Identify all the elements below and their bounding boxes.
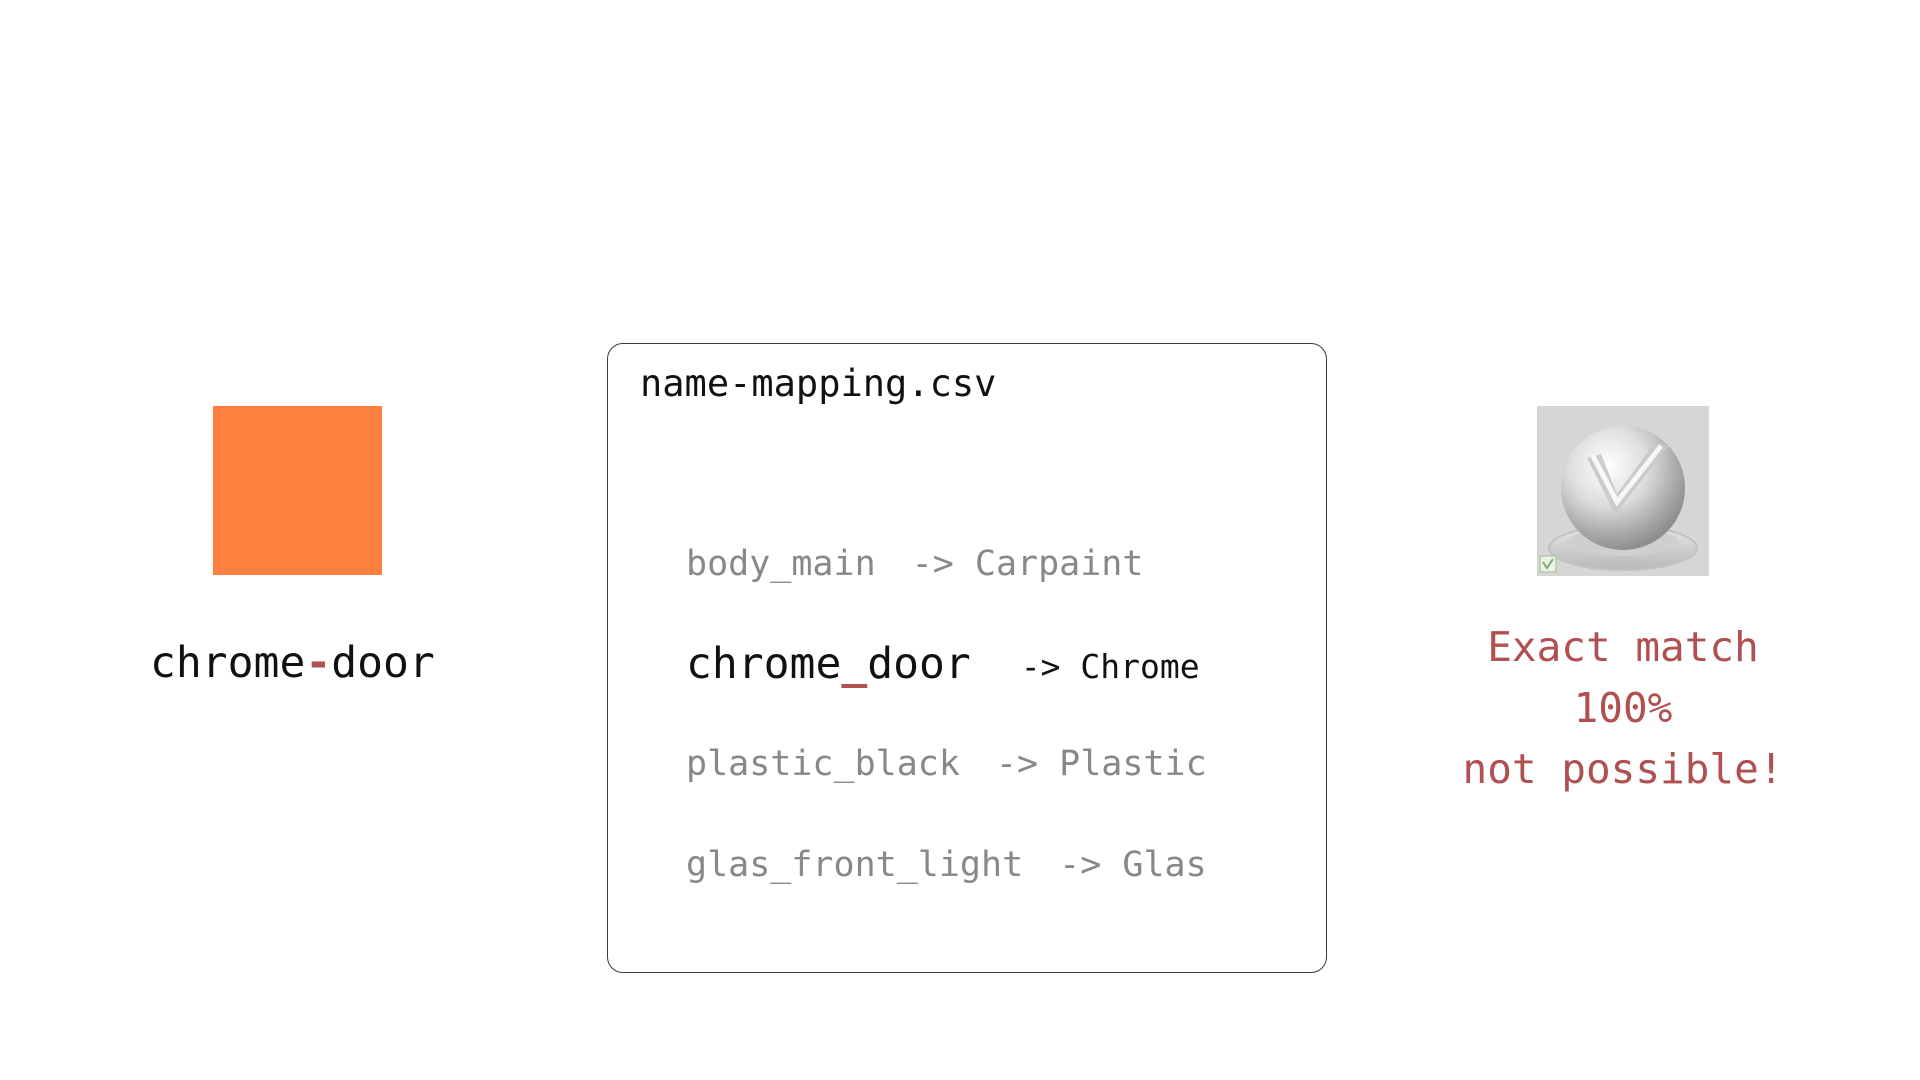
object-name-separator: -	[305, 638, 332, 688]
mapping-source: body_main	[686, 544, 876, 584]
orange-material-swatch	[213, 406, 382, 575]
mapping-row-body-main: body_main -> Carpaint	[686, 542, 1143, 586]
source-underscore-highlight: _	[841, 639, 868, 689]
mapping-target: -> Chrome	[1020, 647, 1200, 686]
chrome-sphere-preview-icon	[1537, 406, 1709, 576]
csv-mapping-card: name-mapping.csv body_main -> Carpaint ch…	[607, 343, 1327, 973]
object-name: chrome-door	[150, 638, 470, 688]
warning-line-3: not possible!	[1462, 745, 1784, 793]
mapping-source: glas_front_light	[686, 845, 1024, 885]
mapping-row-glas-front-light: glas_front_light -> Glas	[686, 843, 1207, 887]
mapping-source-highlighted: chrome_door	[686, 639, 971, 689]
warning-line-2: 100%	[1573, 684, 1673, 732]
card-title: name-mapping.csv	[640, 362, 997, 405]
source-part-1: chrome	[686, 639, 842, 689]
mapping-target: -> Glas	[1059, 845, 1207, 885]
mapping-target: -> Plastic	[995, 744, 1207, 784]
mapping-source: plastic_black	[686, 744, 960, 784]
source-part-2: door	[867, 639, 971, 689]
mapping-row-plastic-black: plastic_black -> Plastic	[686, 742, 1207, 786]
mapping-row-chrome-door: chrome_door -> Chrome	[686, 639, 1200, 689]
mapping-target: -> Carpaint	[911, 544, 1144, 584]
warning-message: Exact match 100% not possible!	[1420, 617, 1826, 800]
object-name-part-1: chrome	[150, 638, 306, 688]
warning-line-1: Exact match	[1487, 623, 1759, 671]
object-name-part-2: door	[331, 638, 435, 688]
